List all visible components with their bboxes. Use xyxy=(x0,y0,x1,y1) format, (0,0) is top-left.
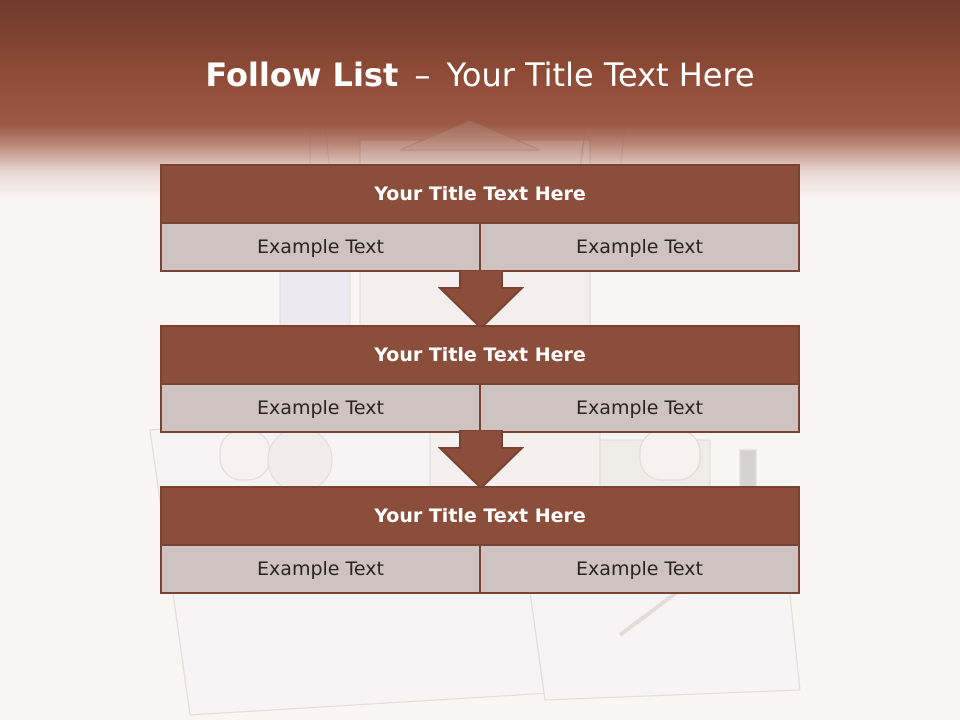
list-block-2: Your Title Text Here Example Text Exampl… xyxy=(160,325,800,433)
down-arrow-icon xyxy=(438,270,524,330)
list-block-1: Your Title Text Here Example Text Exampl… xyxy=(160,164,800,272)
down-arrow-icon xyxy=(438,430,524,490)
block-cell-right: Example Text xyxy=(479,385,798,431)
block-row: Example Text Example Text xyxy=(162,224,798,270)
slide-title: Follow List – Your Title Text Here xyxy=(0,52,960,98)
block-row: Example Text Example Text xyxy=(162,546,798,592)
block-cell-right: Example Text xyxy=(479,546,798,592)
block-cell-right: Example Text xyxy=(479,224,798,270)
slide-title-dash: – xyxy=(414,56,431,94)
block-cell-left: Example Text xyxy=(162,385,479,431)
block-cell-left: Example Text xyxy=(162,546,479,592)
slide-title-main: Follow List xyxy=(205,56,399,94)
block-title: Your Title Text Here xyxy=(162,327,798,385)
block-title: Your Title Text Here xyxy=(162,166,798,224)
slide-title-sub: Your Title Text Here xyxy=(446,56,755,94)
list-block-3: Your Title Text Here Example Text Exampl… xyxy=(160,486,800,594)
block-title: Your Title Text Here xyxy=(162,488,798,546)
block-cell-left: Example Text xyxy=(162,224,479,270)
block-row: Example Text Example Text xyxy=(162,385,798,431)
